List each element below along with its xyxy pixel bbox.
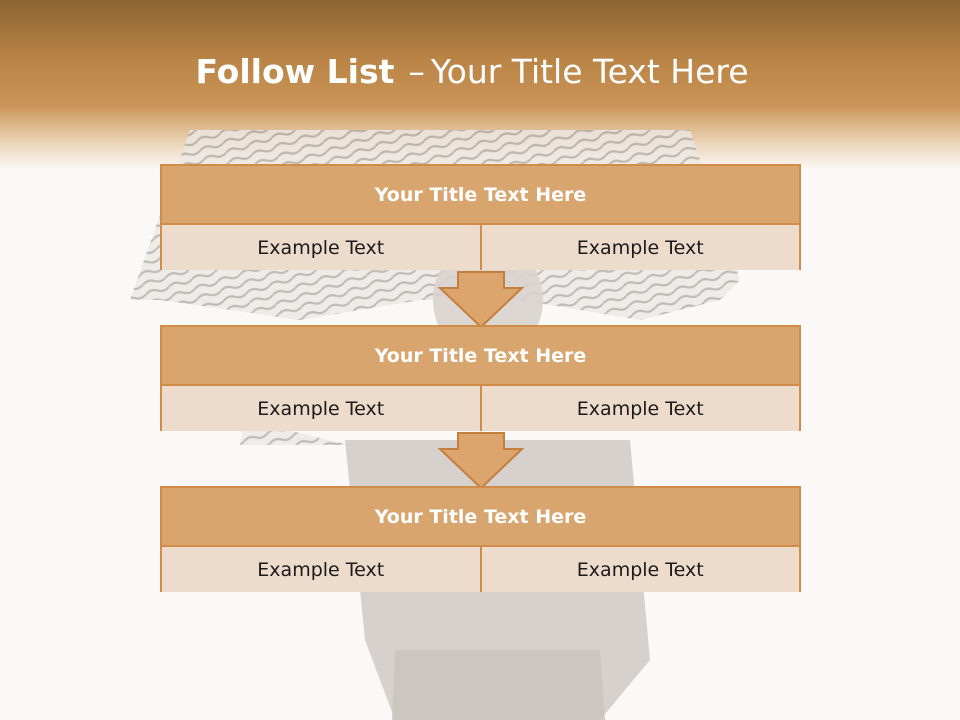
list-box-title: Your Title Text Here bbox=[162, 166, 799, 225]
down-arrow-icon bbox=[437, 432, 525, 490]
list-box-1: Your Title Text Here Example Text Exampl… bbox=[160, 164, 801, 270]
list-box-title: Your Title Text Here bbox=[162, 327, 799, 386]
list-box-cell-left: Example Text bbox=[162, 386, 480, 431]
list-box-row: Example Text Example Text bbox=[162, 386, 799, 431]
list-box-cell-left: Example Text bbox=[162, 547, 480, 592]
list-box-cell-right: Example Text bbox=[479, 386, 799, 431]
list-box-cell-left: Example Text bbox=[162, 225, 480, 270]
list-box-3: Your Title Text Here Example Text Exampl… bbox=[160, 486, 801, 592]
list-box-row: Example Text Example Text bbox=[162, 547, 799, 592]
slide-title-dash: – bbox=[408, 52, 425, 91]
list-box-cell-right: Example Text bbox=[479, 547, 799, 592]
down-arrow-icon bbox=[437, 271, 525, 329]
list-box-2: Your Title Text Here Example Text Exampl… bbox=[160, 325, 801, 431]
slide-title-bold: Follow List bbox=[195, 52, 395, 91]
slide-title-rest: Your Title Text Here bbox=[430, 52, 749, 91]
list-box-title: Your Title Text Here bbox=[162, 488, 799, 547]
list-box-cell-right: Example Text bbox=[479, 225, 799, 270]
slide-title: Follow List–Your Title Text Here bbox=[0, 52, 944, 91]
list-box-row: Example Text Example Text bbox=[162, 225, 799, 270]
